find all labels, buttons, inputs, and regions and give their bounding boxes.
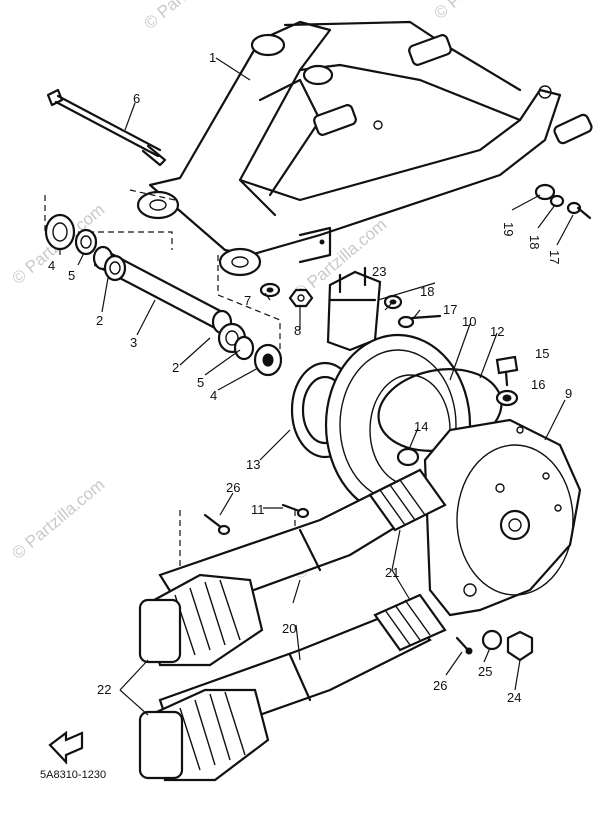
front-arrow-icon [48,730,84,765]
bearing-left [103,254,127,282]
callout-11: 11 [251,502,265,517]
washer-18-right [549,194,565,208]
callout-9: 9 [565,386,572,401]
callout-5-left: 5 [68,268,75,283]
swingarm-frame [136,20,593,277]
gear-case-9 [423,418,582,617]
callout-22: 22 [97,682,111,697]
callout-10: 10 [462,314,476,329]
callout-23: 23 [372,264,386,279]
callout-7: 7 [244,293,251,308]
collar-19 [534,183,556,201]
seal-cap-right [233,335,283,377]
callout-5-right: 5 [197,375,204,390]
callout-6: 6 [133,91,140,106]
callout-2-right: 2 [172,360,179,375]
watermark-mid-left: © Partzilla.com [8,475,108,563]
callout-16: 16 [531,377,545,392]
bolt-26-lower [455,636,473,655]
bolt-26-upper [203,513,231,536]
bellows-22-upper [138,573,264,667]
diagram-code: 5A8310-1230 [40,769,106,781]
bellows-22-lower [138,688,270,782]
callout-8: 8 [294,323,301,338]
callouts: 1 6 4 5 2 3 2 5 4 7 8 23 18 17 10 12 15 … [48,50,572,705]
callout-1: 1 [209,50,216,65]
callout-14: 14 [414,419,428,434]
leader-lines [59,57,574,716]
callout-18-right: 18 [527,235,542,249]
bolt-17-right [566,201,592,220]
watermark-top-right: © Partzilla.com [430,0,530,23]
washer-7 [259,282,281,298]
boot-21-upper [368,468,447,532]
o-ring-14 [396,447,420,467]
callout-24: 24 [507,690,521,705]
callout-18-mid: 18 [420,284,434,299]
callout-4-left: 4 [48,258,55,273]
callout-4-right: 4 [210,388,217,403]
cap-24 [506,630,534,662]
cover-23 [326,266,382,352]
callout-2-left: 2 [96,313,103,328]
callout-13: 13 [246,457,260,472]
bolt-17-mid [397,314,442,329]
callout-12: 12 [490,324,504,339]
o-ring-25 [481,629,503,651]
washer-16 [495,389,519,407]
callout-15: 15 [535,346,549,361]
bolt-15 [495,355,519,387]
boot-21-lower [373,593,447,652]
callout-20: 20 [282,621,296,636]
bolt-11 [281,503,310,519]
assembly-guides [44,189,296,580]
callout-19: 19 [501,222,516,236]
callout-21: 21 [385,565,399,580]
callout-17-mid: 17 [443,302,457,317]
seal-cap-left [44,213,98,256]
callout-26-lower: 26 [433,678,447,693]
pivot-bolt [46,88,167,167]
callout-3: 3 [130,335,137,350]
callout-17-right: 17 [547,250,562,264]
callout-25: 25 [478,664,492,679]
watermark-top-mid: © Partzilla.com [140,0,240,33]
nut-8 [288,288,314,308]
callout-26-upper: 26 [226,480,240,495]
